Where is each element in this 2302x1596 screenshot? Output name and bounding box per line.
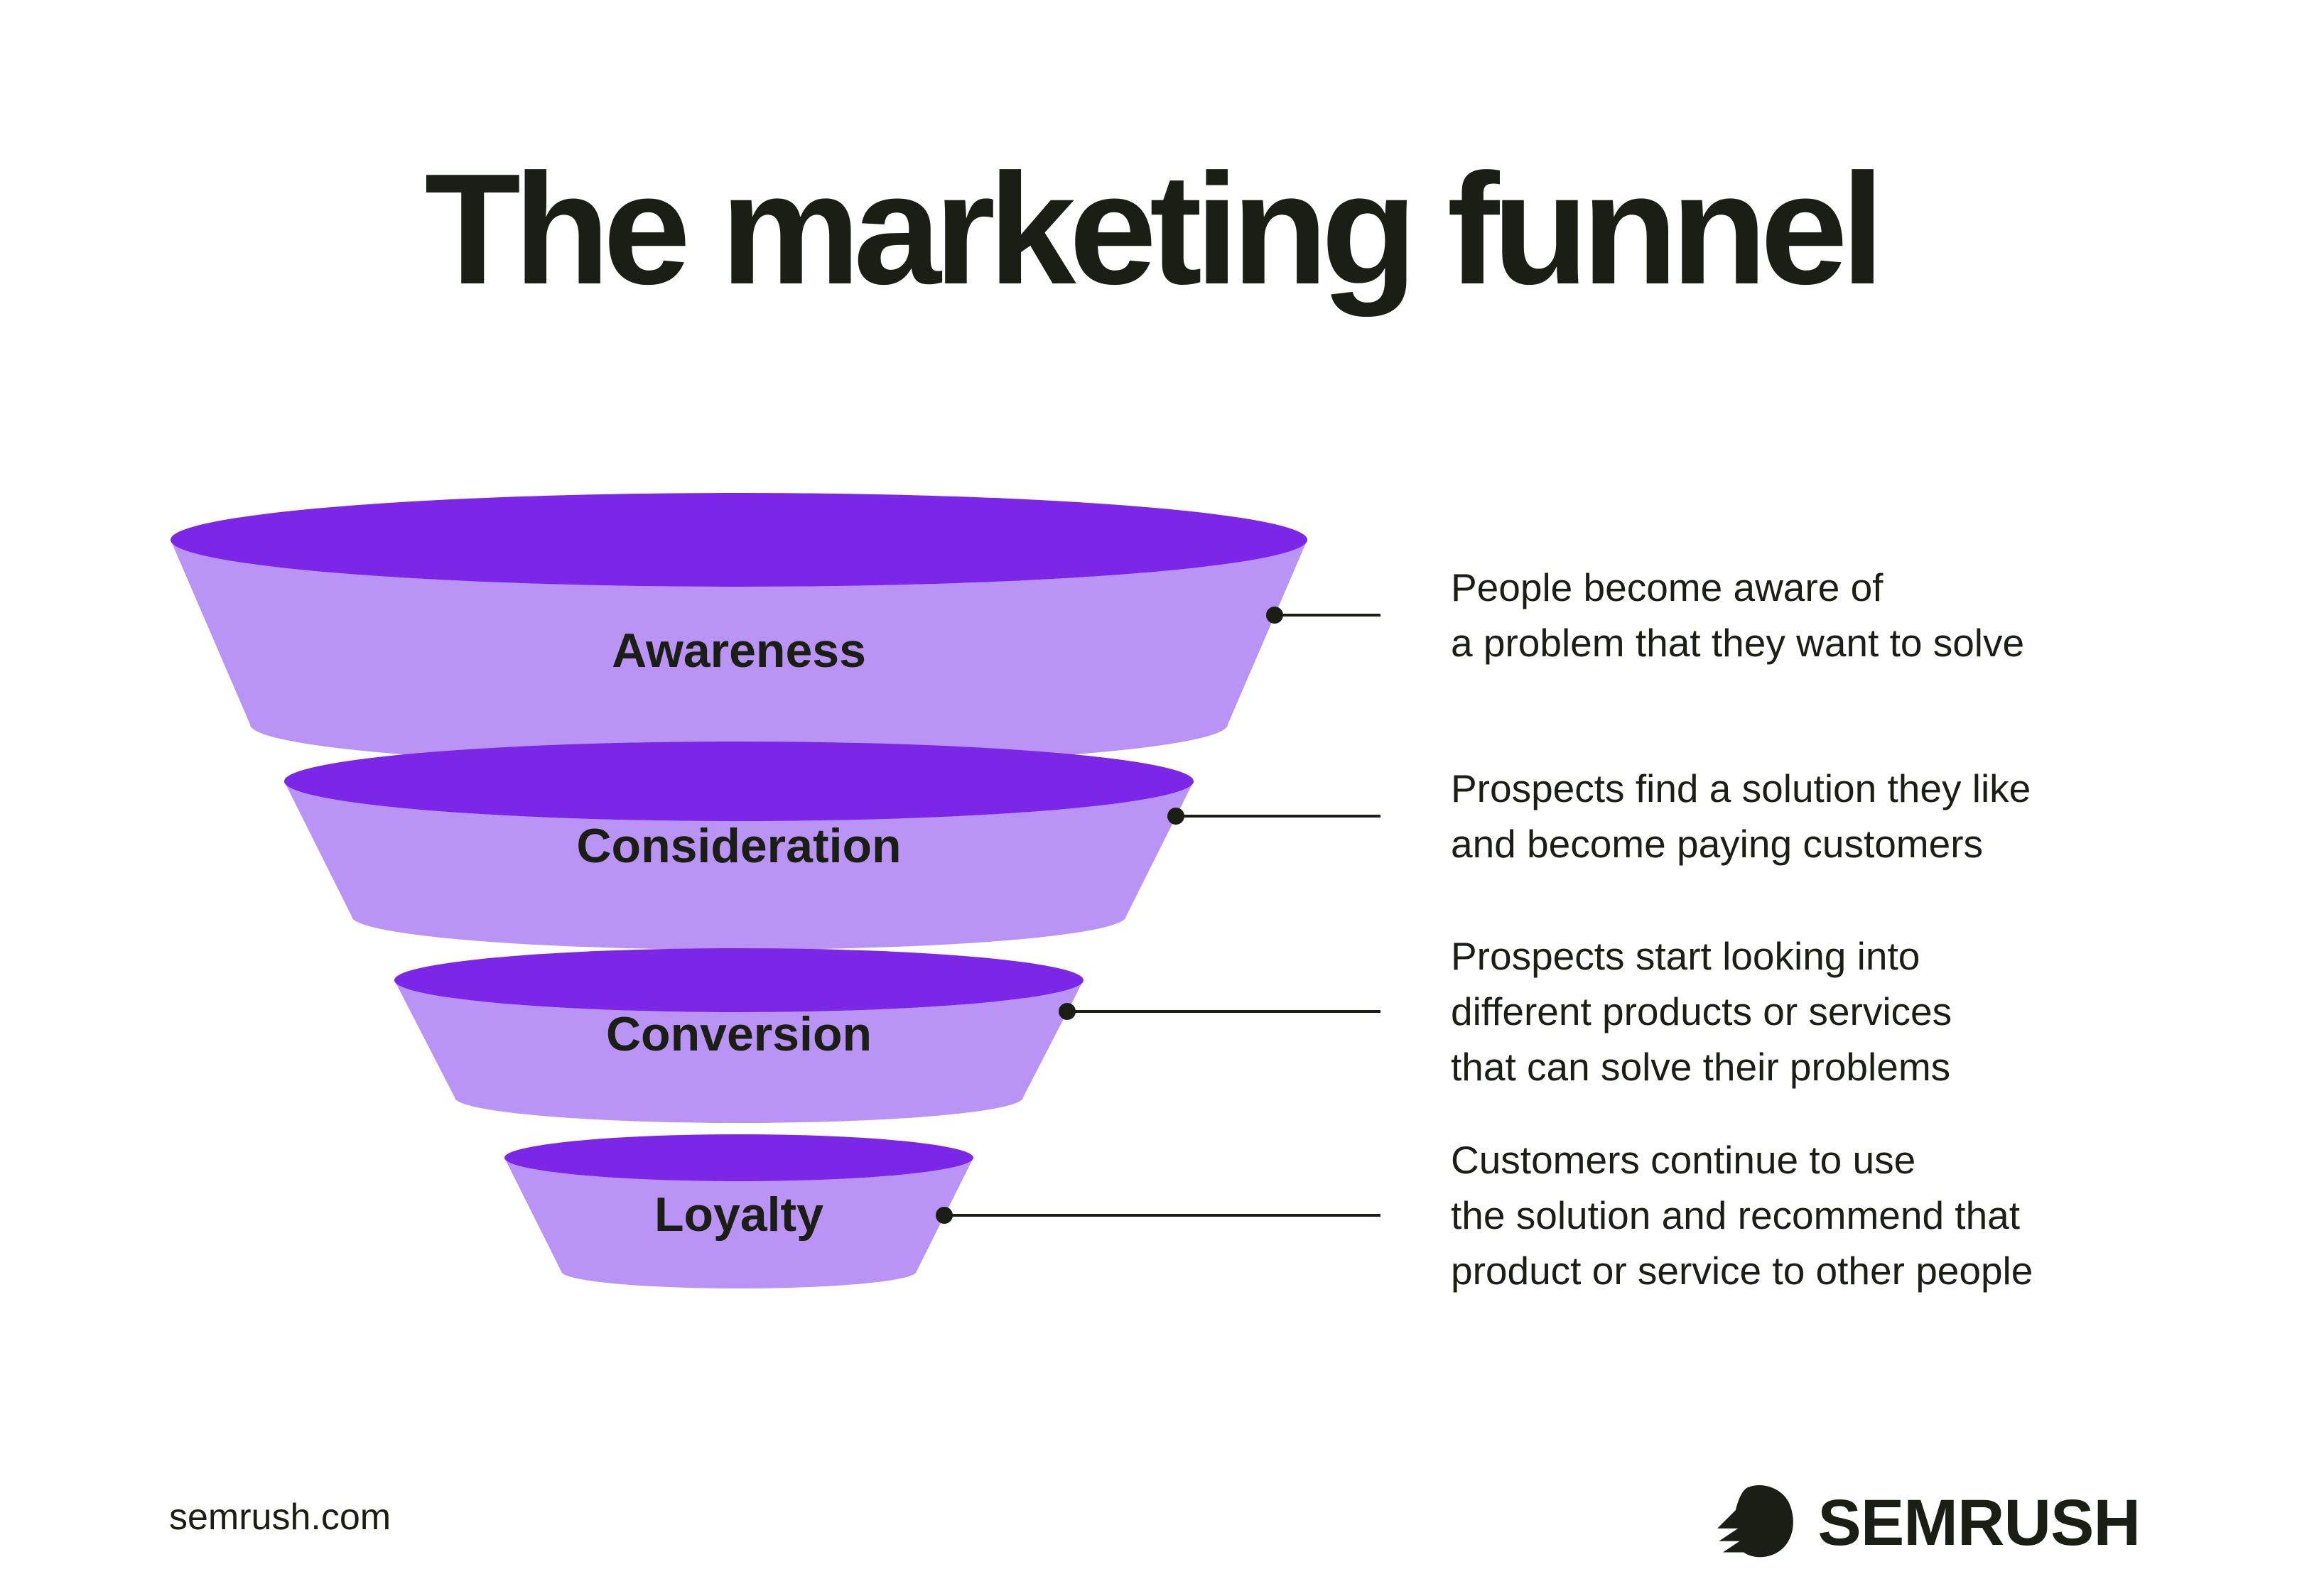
page-title: The marketing funnel: [424, 141, 1884, 317]
funnel-stage-label: Consideration: [576, 819, 901, 873]
funnel-stage-awareness: Awareness: [171, 493, 1380, 766]
description-line: a problem that they want to solve: [1451, 621, 2025, 665]
funnel-stage-conversion: Conversion: [394, 948, 1380, 1123]
funnel-stage-label: Awareness: [612, 624, 866, 678]
stage-description-consideration: Prospects find a solution they like and …: [1451, 761, 2031, 872]
funnel-stage-top-ellipse: [284, 742, 1194, 821]
connector-dot: [1059, 1003, 1076, 1020]
funnel-stage-top-ellipse: [504, 1134, 973, 1181]
description-line: product or service to other people: [1451, 1249, 2033, 1293]
funnel-stage-body: [394, 980, 1084, 1123]
description-line: different products or services: [1451, 989, 1952, 1033]
description-line: People become aware of: [1451, 565, 1884, 609]
connector-dot: [1266, 607, 1283, 624]
stage-description-conversion: Prospects start looking into different p…: [1451, 928, 1952, 1095]
funnel-stage-label: Conversion: [606, 1007, 872, 1061]
funnel-stage-top-ellipse: [171, 493, 1307, 587]
description-line: Customers continue to use: [1451, 1138, 1916, 1182]
stage-description-loyalty: Customers continue to use the solution a…: [1451, 1132, 2033, 1298]
funnel-stage-body: [284, 781, 1194, 950]
comet-icon: [1717, 1484, 1794, 1558]
description-line: that can solve their problems: [1451, 1045, 1951, 1089]
description-line: and become paying customers: [1451, 822, 1984, 866]
description-line: Prospects find a solution they like: [1451, 766, 2031, 810]
description-line: the solution and recommend that: [1451, 1193, 2021, 1237]
description-line: Prospects start looking into: [1451, 934, 1920, 978]
funnel-stage-loyalty: Loyalty: [504, 1134, 1380, 1288]
funnel-stage-consideration: Consideration: [284, 742, 1380, 950]
brand-wordmark: SEMRUSH: [1817, 1487, 2141, 1559]
connector-dot: [1167, 808, 1184, 825]
funnel-stage-body: [504, 1158, 973, 1288]
footer-website-url: semrush.com: [169, 1497, 391, 1538]
funnel-stage-top-ellipse: [394, 948, 1084, 1012]
connector-dot: [936, 1207, 953, 1224]
funnel-stage-label: Loyalty: [654, 1188, 823, 1242]
funnel-stage-body: [171, 540, 1307, 766]
semrush-logo: SEMRUSH: [1715, 1483, 2141, 1563]
stage-description-awareness: People become aware of a problem that th…: [1451, 560, 2024, 671]
